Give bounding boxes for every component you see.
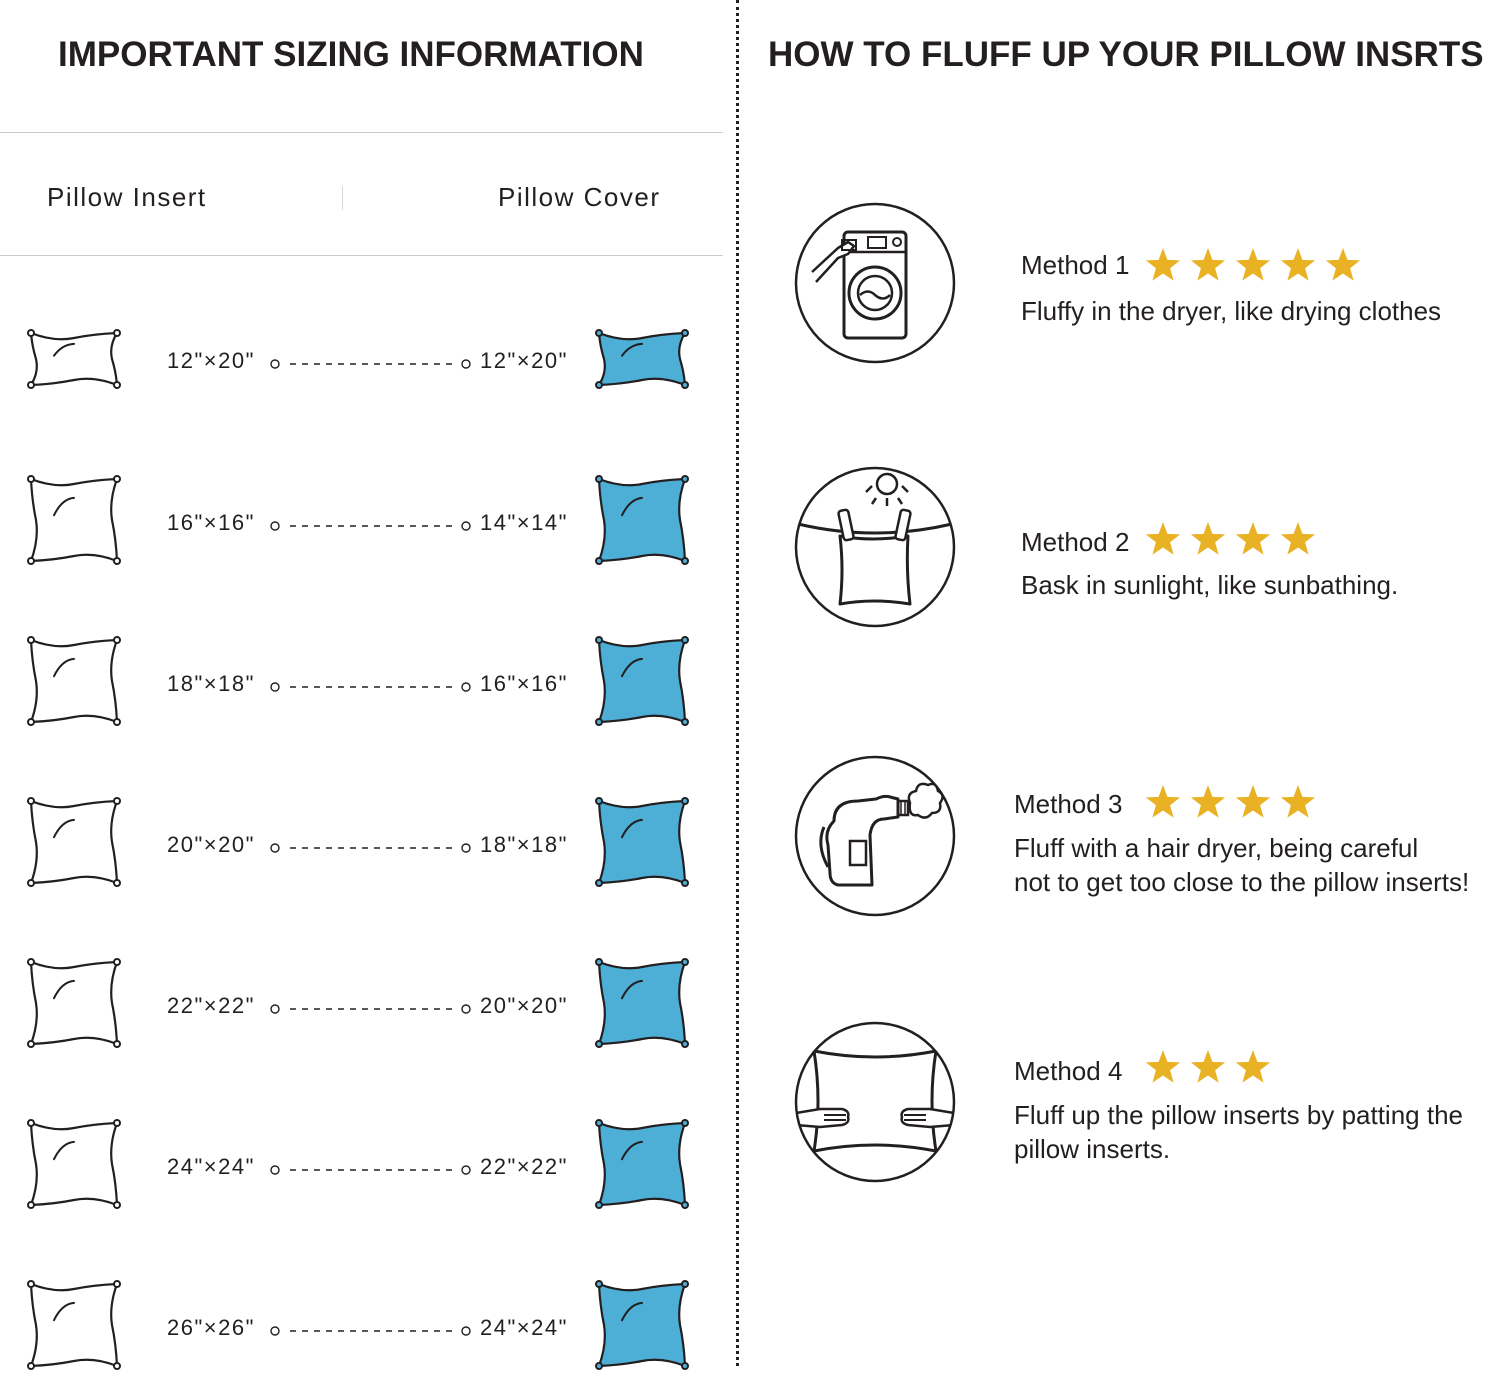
- star-icon: [1235, 785, 1271, 818]
- pillow-outline-icon: [27, 329, 121, 389]
- method-label: Method 3: [1014, 789, 1123, 819]
- star-icon: [1235, 248, 1271, 281]
- star-icon: [1280, 522, 1316, 555]
- star-icon: [1280, 785, 1316, 818]
- size-row: 20"×20" 18"×18": [0, 794, 723, 894]
- size-connector: [270, 1165, 471, 1175]
- insert-size: 22"×22": [167, 993, 255, 1018]
- insert-size: 26"×26": [167, 1315, 255, 1340]
- star-rating: [1145, 1050, 1271, 1083]
- star-icon: [1325, 248, 1361, 281]
- size-connector: [270, 521, 471, 531]
- divider-top: [0, 132, 723, 133]
- star-icon: [1145, 785, 1181, 818]
- pillow-blue-icon: [595, 1119, 689, 1209]
- size-row: 12"×20" 12"×20": [0, 326, 723, 426]
- size-row: 22"×22" 20"×20": [0, 955, 723, 1055]
- cover-size: 22"×22": [480, 1154, 568, 1179]
- pillow-blue-icon: [595, 797, 689, 887]
- size-connector: [270, 843, 471, 853]
- method-description: Bask in sunlight, like sunbathing.: [1021, 570, 1399, 600]
- pillow-outline-icon: [27, 797, 121, 887]
- size-row: 18"×18" 16"×16": [0, 633, 723, 733]
- method-description: Fluffy in the dryer, like drying clothes: [1021, 296, 1442, 326]
- pillow-outline-icon: [27, 958, 121, 1048]
- cover-size: 20"×20": [480, 993, 568, 1018]
- pillow-outline-icon: [27, 475, 121, 565]
- pillow-blue-icon: [595, 636, 689, 726]
- star-rating: [1145, 522, 1316, 555]
- method-label: Method 1: [1021, 250, 1130, 280]
- column-header-insert: Pillow Insert: [47, 182, 207, 212]
- method-label: Method 4: [1014, 1056, 1123, 1086]
- insert-size: 16"×16": [167, 510, 255, 535]
- star-icon: [1235, 522, 1271, 555]
- pillow-outline-icon: [27, 636, 121, 726]
- size-row: 24"×24" 22"×22": [0, 1116, 723, 1216]
- washing-machine-icon: [794, 202, 956, 364]
- star-icon: [1190, 248, 1226, 281]
- insert-size: 20"×20": [167, 832, 255, 857]
- method-description: Fluff up the pillow inserts by patting t…: [1014, 1100, 1463, 1164]
- pillow-blue-icon: [595, 1280, 689, 1370]
- cover-size: 12"×20": [480, 348, 568, 373]
- column-divider: [342, 186, 343, 210]
- cover-size: 18"×18": [480, 832, 568, 857]
- insert-size: 18"×18": [167, 671, 255, 696]
- star-rating: [1145, 248, 1361, 281]
- star-icon: [1145, 522, 1181, 555]
- pillow-blue-icon: [595, 958, 689, 1048]
- insert-size: 24"×24": [167, 1154, 255, 1179]
- star-icon: [1145, 1050, 1181, 1083]
- pillow-blue-icon: [595, 329, 689, 389]
- size-connector: [270, 682, 471, 692]
- size-connector: [270, 359, 471, 369]
- cover-size: 24"×24": [480, 1315, 568, 1340]
- star-icon: [1280, 248, 1316, 281]
- fluff-title: HOW TO FLUFF UP YOUR PILLOW INSRTS: [768, 35, 1484, 74]
- method-label: Method 2: [1021, 527, 1130, 557]
- dotted-separator: [736, 0, 739, 1366]
- sun-drying-icon: [794, 466, 956, 628]
- method-description: Fluff with a hair dryer, being careful n…: [1014, 833, 1470, 897]
- cover-size: 14"×14": [480, 510, 568, 535]
- star-icon: [1190, 785, 1226, 818]
- star-rating: [1145, 785, 1316, 818]
- size-connector: [270, 1004, 471, 1014]
- patting-hands-icon: [794, 1021, 956, 1183]
- divider-header: [0, 255, 723, 256]
- size-connector: [270, 1326, 471, 1336]
- star-icon: [1235, 1050, 1271, 1083]
- cover-size: 16"×16": [480, 671, 568, 696]
- pillow-blue-icon: [595, 475, 689, 565]
- insert-size: 12"×20": [167, 348, 255, 373]
- pillow-outline-icon: [27, 1119, 121, 1209]
- pillow-outline-icon: [27, 1280, 121, 1370]
- star-icon: [1190, 522, 1226, 555]
- sizing-title: IMPORTANT SIZING INFORMATION: [58, 35, 644, 74]
- hair-dryer-icon: [794, 755, 956, 917]
- size-row: 26"×26" 24"×24": [0, 1277, 723, 1377]
- star-icon: [1190, 1050, 1226, 1083]
- size-row: 16"×16" 14"×14": [0, 472, 723, 572]
- column-header-cover: Pillow Cover: [498, 182, 661, 212]
- star-icon: [1145, 248, 1181, 281]
